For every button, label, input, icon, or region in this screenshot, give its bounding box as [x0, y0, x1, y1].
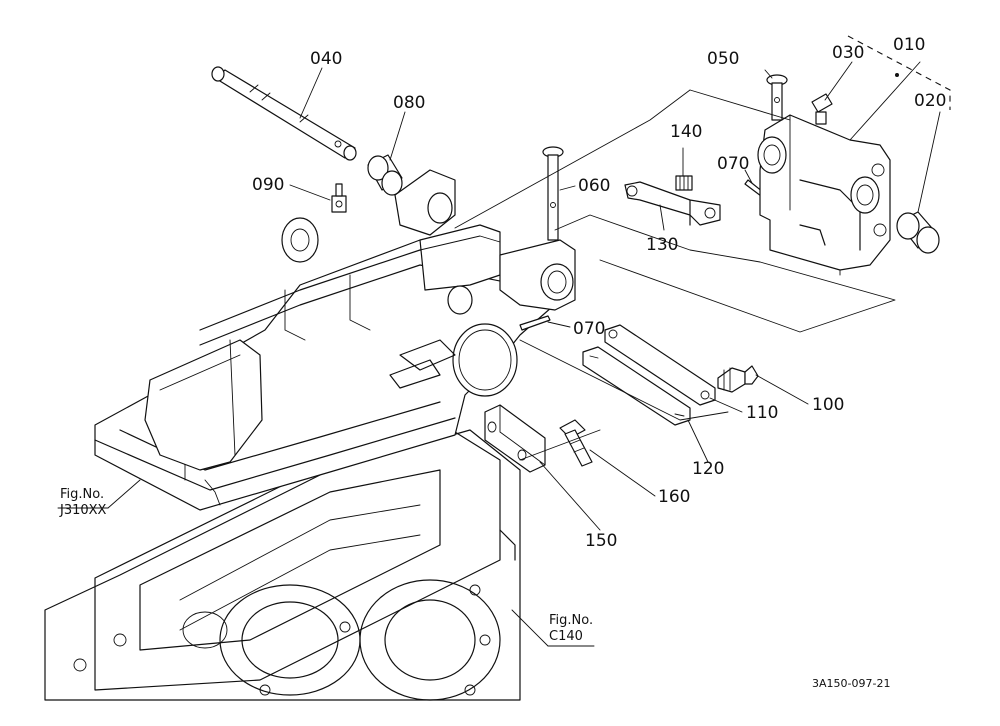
- callout-110: 110: [746, 403, 778, 423]
- part-150-plate: [484, 404, 546, 473]
- callout-120: 120: [692, 459, 724, 479]
- callout-dot-010: [895, 73, 899, 77]
- callout-030: 030: [832, 43, 864, 63]
- hydraulic-lift-housing: [94, 169, 576, 511]
- callout-040: 040: [310, 49, 342, 69]
- part-070-cotter-lower: [519, 315, 551, 331]
- part-030-grease-nipple: [811, 93, 833, 125]
- drawing-code: 3A150-097-21: [812, 677, 890, 690]
- callout-020: 020: [914, 91, 946, 111]
- callout-060: 060: [578, 176, 610, 196]
- part-140-bolt: [675, 175, 693, 191]
- part-160-bolt: [559, 419, 593, 467]
- leader-lines: [57, 61, 941, 647]
- callout-100: 100: [812, 395, 844, 415]
- part-060-pin: [542, 146, 564, 241]
- part-130-arm: [624, 181, 721, 226]
- sub-assembly-bracket: [847, 35, 951, 110]
- fig-ref-c140-line1: Fig.No.: [549, 613, 593, 628]
- transmission-case: [44, 429, 521, 701]
- part-120-link-plate: [582, 346, 691, 426]
- part-050-pin: [766, 74, 788, 121]
- callout-070-lower: 070: [573, 319, 605, 339]
- part-010-bracket: [757, 114, 891, 276]
- callout-070-upper: 070: [717, 154, 749, 174]
- part-020-bushing: [896, 211, 940, 254]
- part-080-bushing: [367, 154, 403, 196]
- callout-130: 130: [646, 235, 678, 255]
- figure-references: Fig.No. J310XX Fig.No. C140: [59, 487, 593, 644]
- callout-140: 140: [670, 122, 702, 142]
- part-100-bolt: [717, 365, 759, 393]
- fig-ref-j310xx-line2: J310XX: [59, 503, 107, 518]
- callout-160: 160: [658, 487, 690, 507]
- callout-080: 080: [393, 93, 425, 113]
- callout-050: 050: [707, 49, 739, 69]
- assembly-outline: [454, 89, 896, 461]
- callout-090: 090: [252, 175, 284, 195]
- callout-150: 150: [585, 531, 617, 551]
- fig-ref-c140-line2: C140: [549, 629, 583, 644]
- part-040-shaft: [211, 66, 357, 161]
- part-090-fitting: [331, 183, 347, 213]
- callout-labels: 040 080 090 060 070 050 140 070 130 030 …: [252, 35, 946, 551]
- callout-010: 010: [893, 35, 925, 55]
- fig-ref-j310xx-line1: Fig.No.: [60, 487, 104, 502]
